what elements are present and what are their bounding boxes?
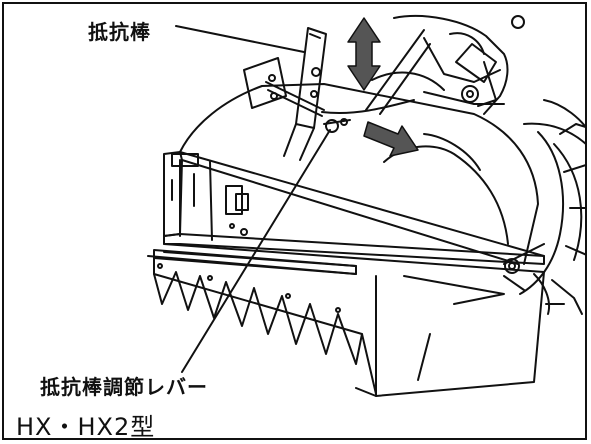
resistance-rod-adjust-lever-label: 抵抗棒調節レバー (40, 375, 208, 399)
leader-line-adjust-lever (181, 129, 331, 373)
tine-wheel-drawing (519, 99, 585, 315)
rotary-cover-drawing (147, 83, 565, 397)
sawtooth-skirt-drawing (153, 257, 377, 395)
right-arrow-icon (363, 121, 419, 157)
resistance-rod-drawing (243, 27, 351, 161)
leader-line-resistance-rod (175, 25, 305, 53)
tiller-rotary-cover-illustration (147, 15, 585, 397)
diagram-frame: 抵抗棒 抵抗棒調節レバー HX・HX2型 (2, 2, 587, 440)
machine-frame-drawing (321, 15, 525, 115)
model-label: HX・HX2型 (16, 413, 156, 440)
resistance-rod-label: 抵抗棒 (88, 20, 151, 44)
double-headed-up-down-arrow-icon (347, 17, 381, 91)
